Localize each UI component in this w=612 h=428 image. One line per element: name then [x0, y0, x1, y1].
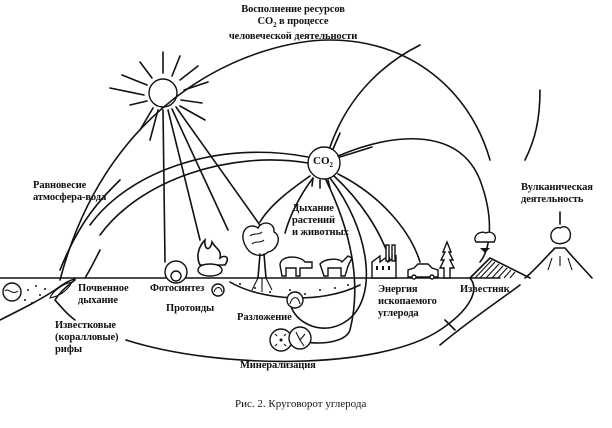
label-equilibrium: Равновесие атмосфера-вода — [33, 180, 106, 204]
microbe-icons — [164, 260, 312, 352]
label-mineralization: Минерализация — [240, 360, 316, 371]
figure-caption: Рис. 2. Круговорот углерода — [235, 398, 367, 410]
co2-sub: 2 — [329, 161, 334, 170]
label-fossil-energy-line-2: ископаемого — [378, 296, 437, 307]
factory-icon — [371, 244, 397, 279]
volcano-icon — [524, 211, 593, 279]
conifer-icon — [438, 240, 456, 279]
label-decomposition: Разложение — [237, 312, 292, 323]
label-coral-reefs-line-1: Известковые — [55, 320, 116, 331]
label-volcanic-line-1: Вулканическая — [521, 182, 593, 193]
label-coral-reefs: Известковые (коралловые) рифы — [55, 320, 119, 356]
title-co2-suffix: в процессе — [276, 16, 329, 27]
tree-icon — [242, 222, 279, 292]
animal-icons — [279, 255, 353, 277]
sea-region — [0, 278, 76, 321]
title-restoration: Восполнение ресурсов CO2 в процессе чело… — [213, 4, 373, 43]
label-soil-respiration: Почвенное дыхание — [78, 283, 129, 307]
label-volcanic: Вулканическая деятельность — [521, 182, 593, 206]
car-icon — [407, 263, 439, 280]
label-fossil-energy-line-3: углерода — [378, 308, 419, 319]
label-equilibrium-line-2: атмосфера-вода — [33, 192, 107, 203]
label-fossil-energy-line-1: Энергия — [378, 284, 418, 295]
title-line-1: Восполнение ресурсов — [241, 4, 345, 15]
label-equilibrium-line-1: Равновесие — [33, 180, 87, 191]
label-respiration-line-1: Дыхание — [292, 203, 334, 214]
label-limestone: Известняк — [460, 284, 510, 295]
label-fossil-energy: Энергия ископаемого углерода — [378, 284, 437, 320]
label-volcanic-line-2: деятельность — [521, 194, 584, 205]
plant-icon — [197, 237, 228, 277]
label-soil-respiration-line-2: дыхание — [78, 295, 118, 306]
cycle-arrows — [54, 39, 541, 363]
label-soil-respiration-line-1: Почвенное — [78, 283, 129, 294]
label-coral-reefs-line-3: рифы — [55, 344, 82, 355]
title-line-3: человеческой деятельности — [228, 31, 358, 43]
co2-main: CO — [313, 155, 330, 167]
label-coral-reefs-line-2: (коралловые) — [55, 332, 119, 343]
label-photosynthesis: Фотосинтез — [150, 283, 205, 294]
mountain-icon — [469, 231, 531, 279]
title-co2: CO — [257, 16, 274, 27]
label-respiration-line-3: и животных — [292, 227, 349, 238]
sun-icon — [109, 51, 263, 263]
label-respiration: Дыхание растений и животных — [292, 203, 349, 239]
label-protozoa: Протоиды — [166, 303, 215, 314]
title-line-2: CO2 в процессе — [213, 16, 373, 31]
title-co2-sub: 2 — [273, 21, 277, 30]
co2-node-label: CO2 — [313, 155, 333, 169]
label-respiration-line-2: растений — [292, 215, 335, 226]
